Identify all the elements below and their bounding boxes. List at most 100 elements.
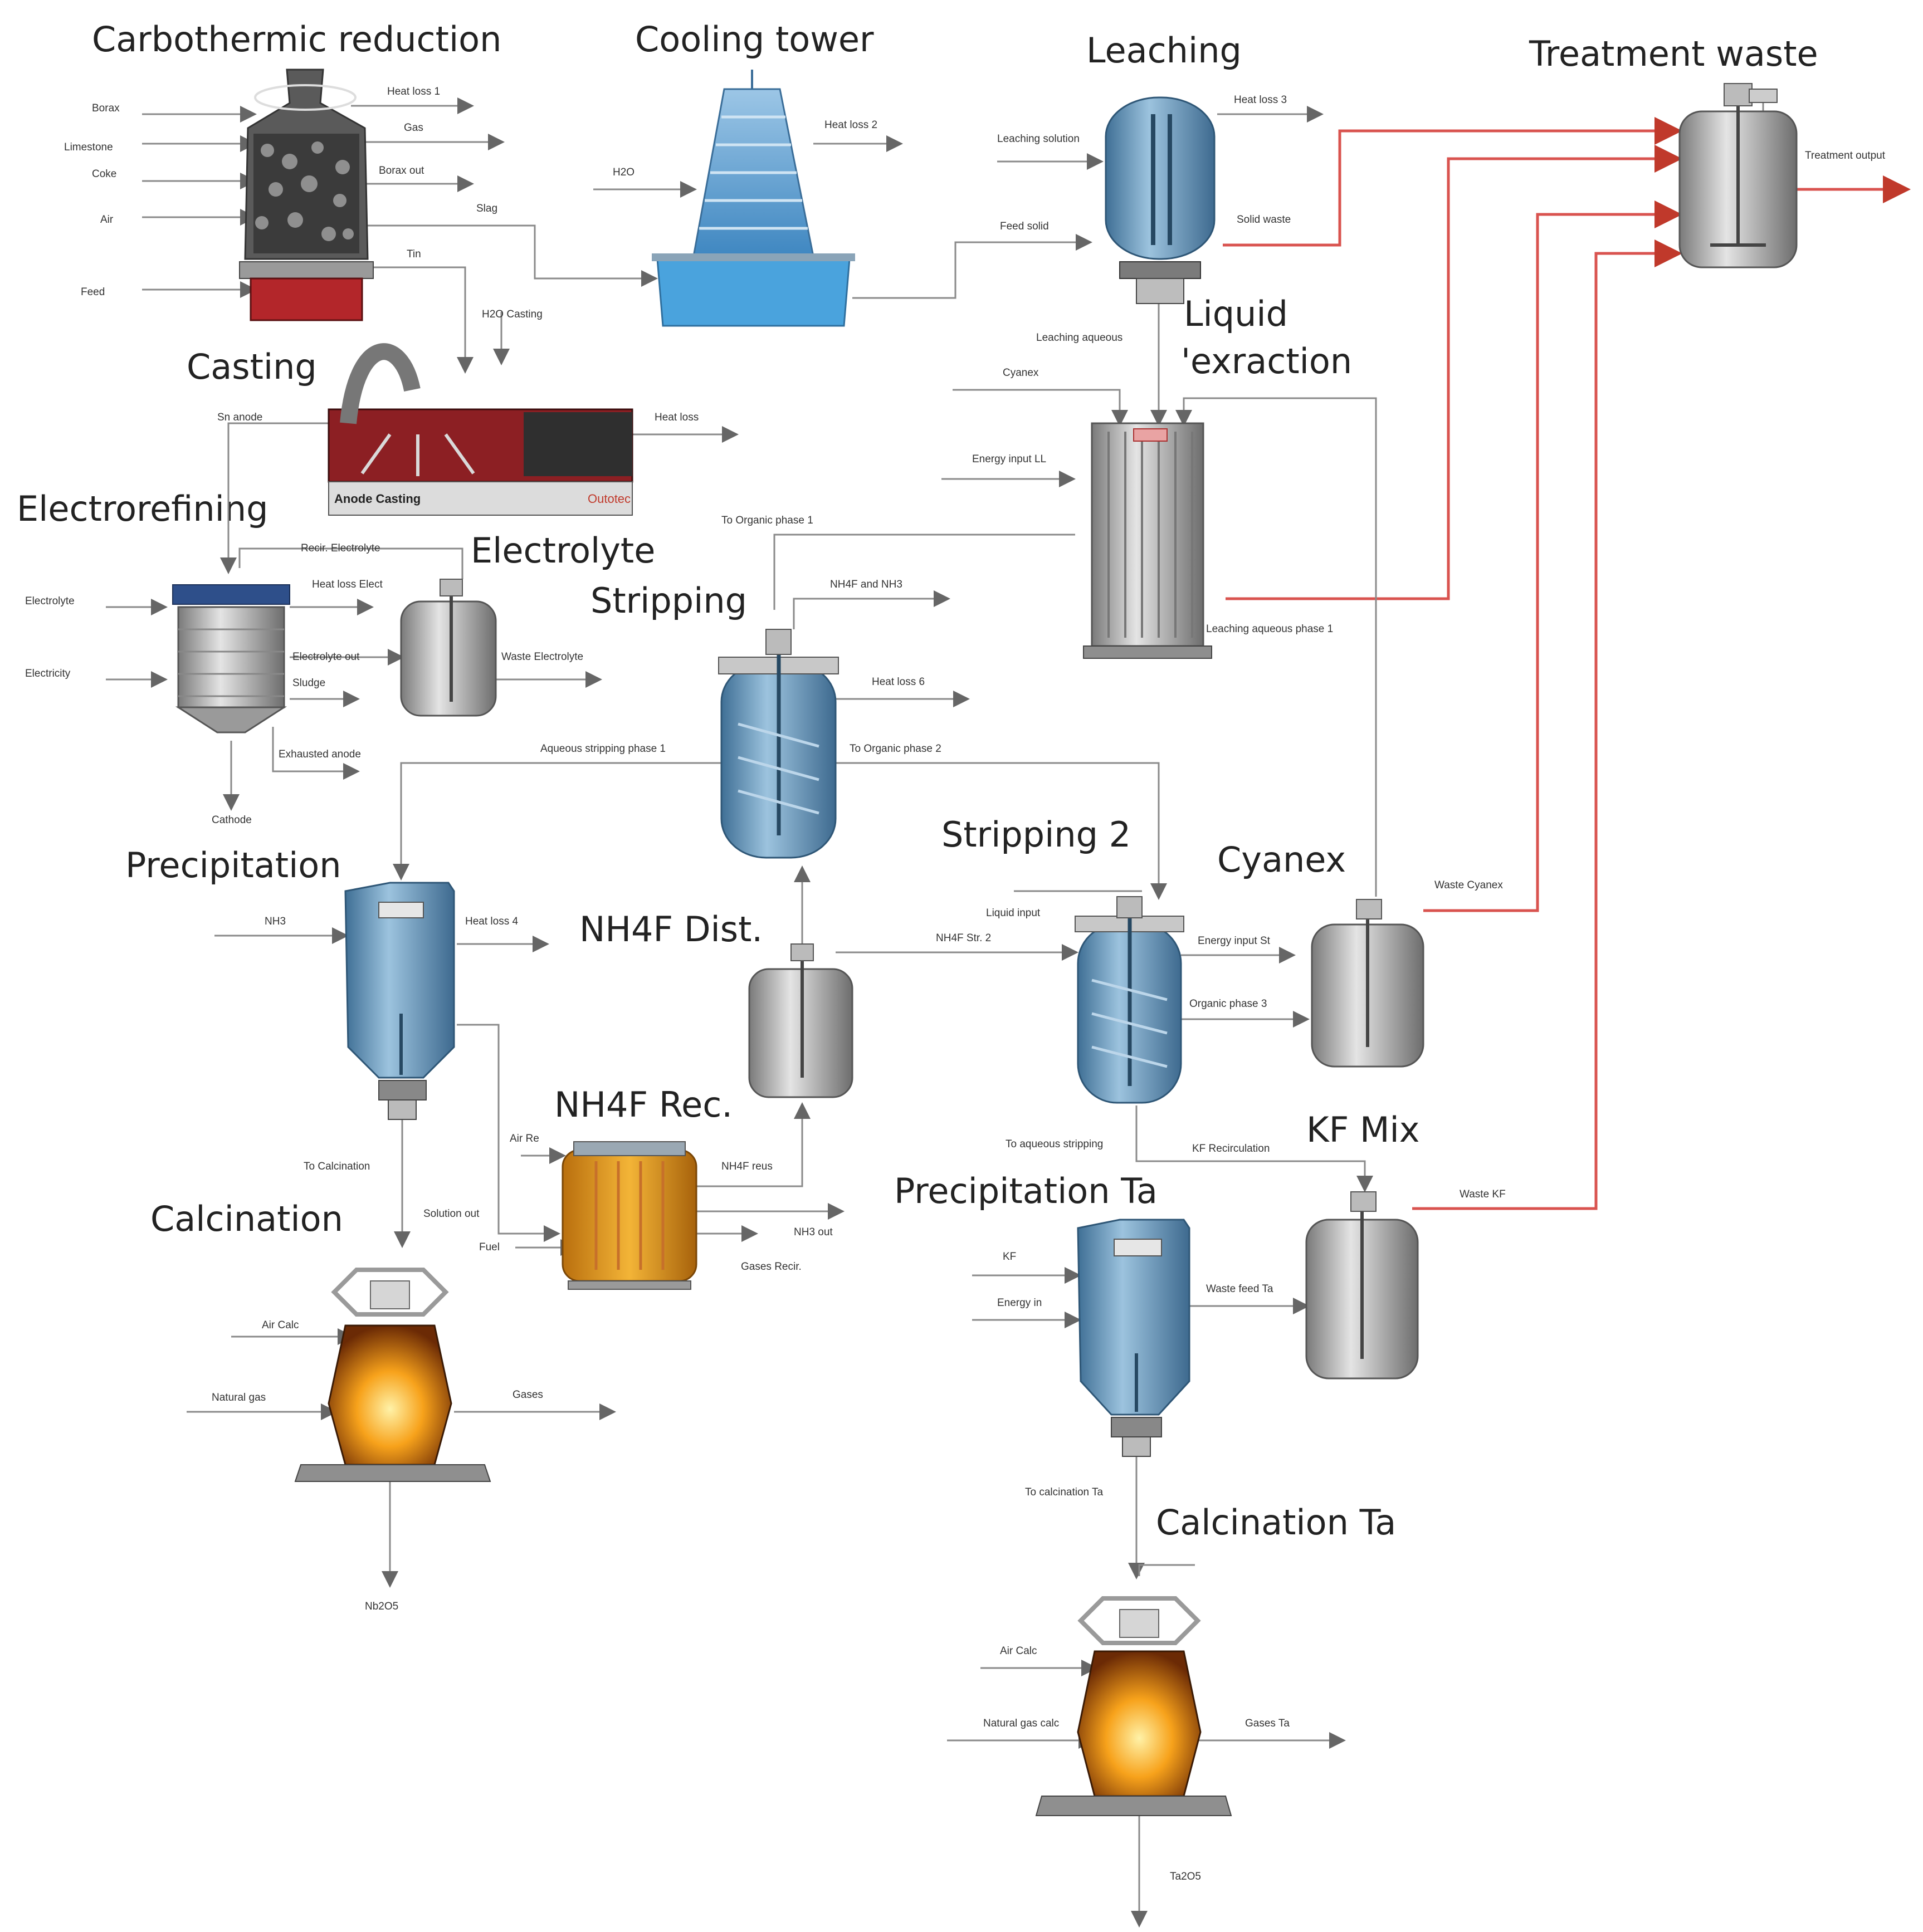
stream-kf: KF [1003, 1251, 1016, 1263]
stream-energy-in: Energy in [997, 1297, 1042, 1309]
stream-to-organic-phase-1: To Organic phase 1 [721, 515, 813, 526]
title-nh4f-rec: NH4F Rec. [554, 1084, 733, 1125]
stream-heat-loss-2: Heat loss 2 [824, 119, 877, 131]
stream-coke: Coke [92, 168, 116, 180]
stream-borax-out: Borax out [379, 165, 424, 177]
electrorefining-cell [172, 584, 290, 733]
title-treatment-waste: Treatment waste [1529, 33, 1818, 74]
stream-nh3: NH3 [265, 916, 286, 927]
title-stripping-2: Stripping 2 [941, 814, 1131, 855]
carbothermic-furnace [239, 69, 374, 321]
treatment-waste-tank [1678, 83, 1798, 268]
stream-sn-anode: Sn anode [217, 412, 262, 423]
precipitation-reactor [344, 882, 455, 1120]
leaching-reactor [1105, 96, 1216, 304]
stream-recir-electrolyte: Recir. Electrolyte [301, 542, 380, 554]
stripping-2-reactor [1075, 896, 1184, 1104]
stream-air: Air [100, 214, 114, 226]
stream-waste-kf: Waste KF [1460, 1188, 1506, 1200]
kf-mix-tank [1305, 1191, 1419, 1380]
stream-cathode: Cathode [212, 814, 252, 826]
stream-natural-gas: Natural gas [212, 1392, 266, 1403]
stream-fuel: Fuel [479, 1241, 500, 1253]
stream-nh4f-reus: NH4F reus [721, 1161, 773, 1172]
cyanex-tank [1311, 899, 1424, 1068]
title-electrorefining: Electrorefining [17, 488, 269, 529]
stream-nh4f-and-nh3: NH4F and NH3 [830, 579, 902, 590]
stream-waste-cyanex: Waste Cyanex [1434, 879, 1503, 891]
title-precipitation: Precipitation [125, 845, 341, 886]
stream-exhausted-anode: Exhausted anode [279, 749, 361, 760]
title-kf-mix: KF Mix [1306, 1109, 1419, 1150]
title-liquid-extraction-line2: 'exraction [1181, 341, 1352, 381]
title-precipitation-ta: Precipitation Ta [894, 1171, 1158, 1211]
title-calcination-ta: Calcination Ta [1156, 1502, 1396, 1543]
stream-borax: Borax [92, 102, 120, 114]
stream-air-calc: Air Calc [262, 1319, 299, 1331]
stream-kf-recirculation: KF Recirculation [1192, 1143, 1270, 1155]
stream-leaching-aqueous: Leaching aqueous [1036, 332, 1122, 344]
stream-solid-waste: Solid waste [1237, 214, 1291, 226]
stream-heat-loss-6: Heat loss 6 [872, 676, 925, 688]
nh4f-distillation-tank [748, 943, 853, 1098]
stream-h2o: H2O [613, 167, 635, 178]
stream-natural-gas-calc: Natural gas calc [983, 1718, 1059, 1729]
stream-electricity: Electricity [25, 668, 71, 679]
title-cyanex: Cyanex [1217, 839, 1346, 880]
calcination-ta-furnace [1035, 1596, 1232, 1816]
stream-nh4f-str-2: NH4F Str. 2 [936, 932, 991, 944]
stream-waste-electrolyte: Waste Electrolyte [501, 651, 583, 663]
stream-electrolyte-in: Electrolyte [25, 595, 75, 607]
stream-to-calcination: To Calcination [304, 1161, 370, 1172]
stream-nb2o5: Nb2O5 [365, 1601, 398, 1612]
title-leaching: Leaching [1086, 30, 1242, 71]
stream-feed: Feed [81, 286, 105, 298]
process-lines [106, 89, 1764, 1928]
stream-air-re: Air Re [510, 1133, 539, 1144]
title-nh4f-dist: NH4F Dist. [579, 909, 763, 950]
title-stripping: Stripping [590, 580, 747, 621]
stream-h2o-casting: H2O Casting [482, 309, 543, 320]
stream-to-calcination-ta: To calcination Ta [1025, 1486, 1104, 1498]
electrolyte-tank [400, 579, 497, 717]
stream-to-aqueous-stripping: To aqueous stripping [1006, 1138, 1103, 1150]
title-carbothermic-reduction: Carbothermic reduction [92, 19, 501, 60]
precipitation-ta-reactor [1077, 1219, 1190, 1457]
stream-waste-feed-ta: Waste feed Ta [1206, 1283, 1273, 1295]
stream-ta2o5: Ta2O5 [1170, 1871, 1201, 1882]
stream-gases: Gases [513, 1389, 543, 1401]
stream-gases-ta: Gases Ta [1245, 1718, 1290, 1729]
stream-heat-loss-3: Heat loss 3 [1234, 94, 1287, 106]
stream-liquid-input: Liquid input [986, 907, 1041, 919]
stream-energy-input-ll: Energy input LL [972, 453, 1046, 465]
title-electrolyte: Electrolyte [471, 530, 655, 571]
cooling-tower [652, 70, 855, 327]
calcination-furnace [294, 1268, 491, 1482]
anode-casting-machine: Anode Casting Outotec [328, 343, 633, 516]
stream-air-calc-ta: Air Calc [1000, 1645, 1037, 1657]
stream-heat-loss: Heat loss [655, 412, 699, 423]
stream-slag: Slag [476, 203, 497, 214]
stream-treatment-output: Treatment output [1805, 150, 1886, 162]
stream-heat-loss-elect: Heat loss Elect [312, 579, 383, 590]
stream-heat-loss-4: Heat loss 4 [465, 916, 518, 927]
stream-sludge: Sludge [292, 677, 325, 689]
title-liquid-extraction-line1: Liquid [1184, 294, 1288, 334]
waste-lines [1223, 117, 1911, 1210]
title-cooling-tower: Cooling tower [635, 19, 874, 60]
stream-energy-input-st: Energy input St [1198, 935, 1271, 947]
stream-leaching-aqueous-phase-1: Leaching aqueous phase 1 [1206, 623, 1333, 635]
stream-leaching-solution: Leaching solution [997, 133, 1080, 145]
stream-gases-recir: Gases Recir. [741, 1261, 802, 1273]
liquid-extraction-column [1083, 422, 1212, 659]
stream-aqueous-stripping-phase-1: Aqueous stripping phase 1 [540, 743, 666, 755]
stream-nh3-out: NH3 out [794, 1226, 833, 1238]
stream-limestone: Limestone [64, 141, 113, 153]
stream-to-organic-phase-2: To Organic phase 2 [850, 743, 941, 755]
stream-organic-phase-3: Organic phase 3 [1189, 998, 1267, 1010]
stream-tin: Tin [407, 248, 421, 260]
stream-labels: Borax Limestone Coke Air Feed Heat loss … [25, 86, 1886, 1882]
outotec-label: Outotec [588, 492, 631, 506]
stream-heat-loss-1: Heat loss 1 [387, 86, 440, 97]
